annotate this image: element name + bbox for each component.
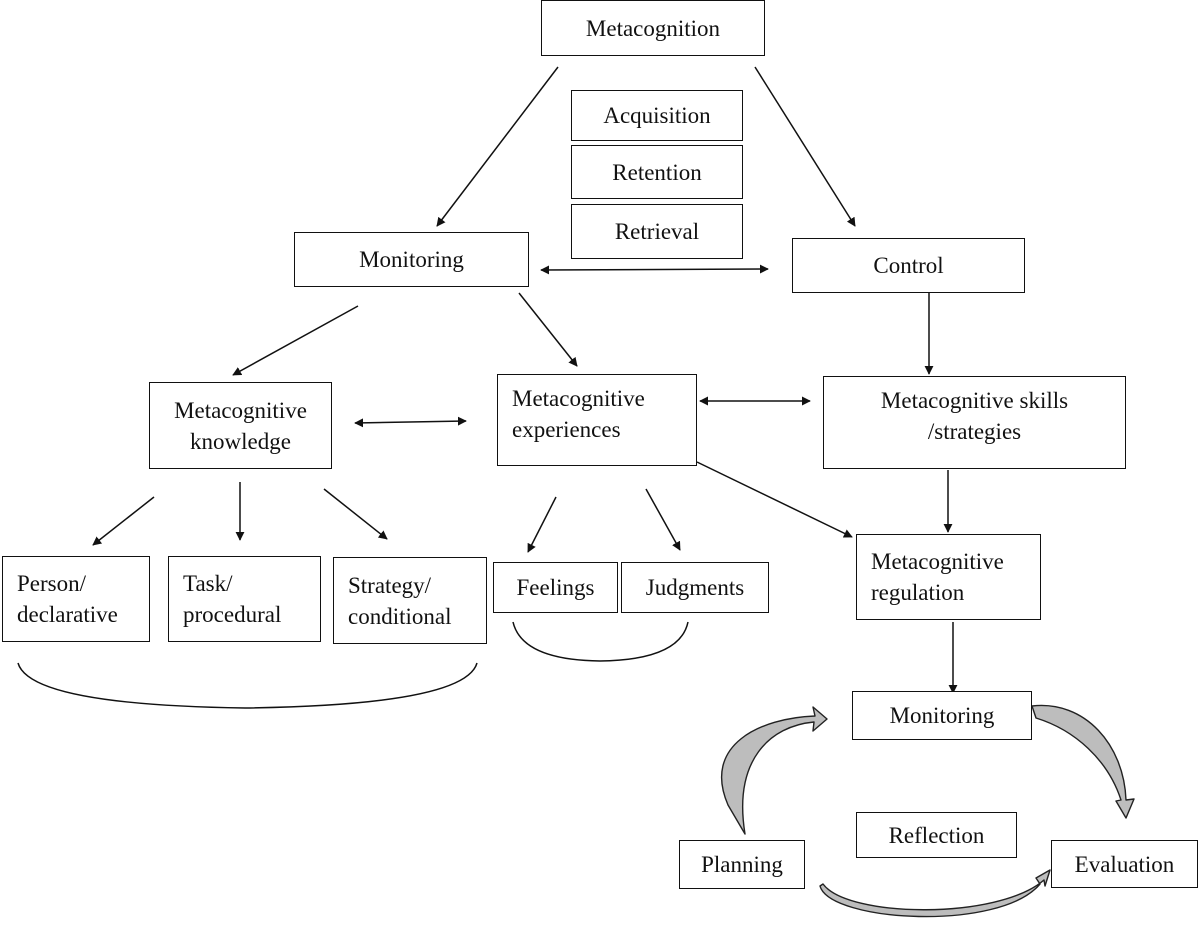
cycle-arrow-monitoring-to-evaluation <box>1031 704 1135 819</box>
retention-box: Retention <box>571 145 743 199</box>
retrieval-label: Retrieval <box>614 219 700 244</box>
arrow-metacognition-to-monitoring <box>436 66 559 227</box>
metacognitive-regulation-label: Metacognitive regulation <box>871 549 1004 605</box>
evaluation-box: Evaluation <box>1051 840 1198 888</box>
monitoring-label: Monitoring <box>359 247 464 272</box>
bracket-experience-types <box>512 621 689 662</box>
metacognitive-skills-label: Metacognitive skills /strategies <box>880 388 1069 444</box>
control-box: Control <box>792 238 1025 293</box>
arrow-knowledge-to-strategy <box>323 488 388 540</box>
evaluation-label: Evaluation <box>1074 851 1175 877</box>
retention-label: Retention <box>612 159 702 185</box>
metacognition-label: Metacognition <box>585 15 721 41</box>
feelings-label: Feelings <box>516 575 595 600</box>
monitoring-cycle-label: Monitoring <box>889 703 995 728</box>
feelings-box: Feelings <box>493 562 618 613</box>
metacognitive-experiences-label: Metacognitive experiences <box>512 386 645 442</box>
judgments-label: Judgments <box>645 575 745 600</box>
arrow-monitoring-to-experiences <box>518 292 578 367</box>
person-declarative-label: Person/ declarative <box>17 571 118 627</box>
metacognitive-regulation-box: Metacognitive regulation <box>856 534 1041 620</box>
arrow-knowledge-experiences-bidirectional <box>354 416 467 428</box>
control-label: Control <box>873 253 944 278</box>
reflection-box: Reflection <box>856 812 1017 858</box>
metacognition-box: Metacognition <box>541 0 765 56</box>
judgments-box: Judgments <box>621 562 769 613</box>
arrow-experiences-to-feelings <box>527 496 557 553</box>
strategy-conditional-box: Strategy/ conditional <box>333 557 487 644</box>
metacognitive-knowledge-label: Metacognitive knowledge <box>174 397 307 454</box>
monitoring-cycle-box: Monitoring <box>852 691 1032 740</box>
retrieval-box: Retrieval <box>571 204 743 259</box>
arrow-knowledge-to-person <box>92 496 155 546</box>
arrow-experiences-to-regulation <box>696 461 853 538</box>
cycle-arrow-planning-to-monitoring <box>721 706 828 835</box>
arrow-experiences-to-judgments <box>645 488 681 551</box>
cycle-arrow-evaluation-to-planning <box>819 869 1051 918</box>
task-procedural-label: Task/ procedural <box>183 571 282 627</box>
arrow-metacognition-to-control <box>754 66 856 227</box>
acquisition-box: Acquisition <box>571 90 743 141</box>
planning-box: Planning <box>679 840 805 889</box>
reflection-label: Reflection <box>888 822 985 848</box>
monitoring-box: Monitoring <box>294 232 529 287</box>
task-procedural-box: Task/ procedural <box>168 556 321 642</box>
arrow-monitoring-control-bidirectional <box>540 264 769 275</box>
acquisition-label: Acquisition <box>603 103 711 128</box>
arrow-monitoring-to-knowledge <box>232 305 359 376</box>
person-declarative-box: Person/ declarative <box>2 556 150 642</box>
metacognitive-experiences-box: Metacognitive experiences <box>497 374 697 466</box>
bracket-knowledge-types <box>17 662 478 709</box>
planning-label: Planning <box>701 852 783 877</box>
metacognitive-skills-box: Metacognitive skills /strategies <box>823 376 1126 469</box>
strategy-conditional-label: Strategy/ conditional <box>348 572 452 629</box>
metacognitive-knowledge-box: Metacognitive knowledge <box>149 382 332 469</box>
